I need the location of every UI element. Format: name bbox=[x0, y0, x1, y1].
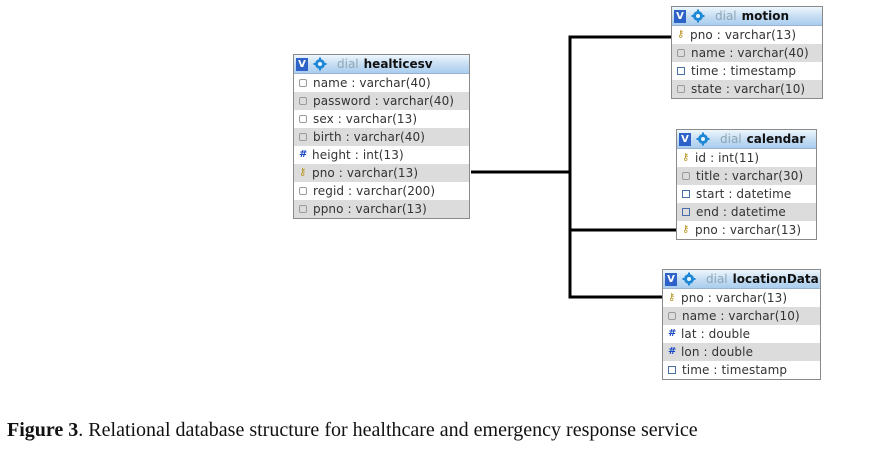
database-name: dial bbox=[720, 132, 742, 146]
gear-icon[interactable] bbox=[696, 132, 710, 146]
field-row[interactable]: time : timestamp bbox=[672, 62, 822, 80]
field-label: birth : varchar(40) bbox=[313, 130, 426, 144]
field-row[interactable]: ⚷ pno : varchar(13) bbox=[672, 26, 822, 44]
field-label: pno : varchar(13) bbox=[681, 291, 788, 305]
field-row[interactable]: ⚷ pno : varchar(13) bbox=[663, 289, 820, 307]
field-label: start : datetime bbox=[696, 187, 792, 201]
field-row[interactable]: # height : int(13) bbox=[294, 146, 469, 164]
text-field-icon bbox=[668, 312, 676, 320]
field-row[interactable]: ⚷ pno : varchar(13) bbox=[294, 164, 469, 182]
field-row[interactable]: # lat : double bbox=[663, 325, 820, 343]
field-label: end : datetime bbox=[696, 205, 786, 219]
field-label: sex : varchar(13) bbox=[313, 112, 418, 126]
field-row[interactable]: # lon : double bbox=[663, 343, 820, 361]
field-label: name : varchar(40) bbox=[691, 46, 809, 60]
checkbox-icon[interactable]: V bbox=[665, 272, 677, 286]
gear-icon[interactable] bbox=[313, 57, 327, 71]
primary-key-icon: ⚷ bbox=[668, 292, 676, 303]
field-label: regid : varchar(200) bbox=[313, 184, 436, 198]
field-label: pno : varchar(13) bbox=[312, 166, 419, 180]
text-field-icon bbox=[299, 97, 307, 105]
field-label: password : varchar(40) bbox=[313, 94, 455, 108]
field-row[interactable]: time : timestamp bbox=[663, 361, 820, 379]
table-name: calendar bbox=[746, 132, 806, 146]
field-label: id : int(11) bbox=[695, 151, 760, 165]
text-field-icon bbox=[299, 205, 307, 213]
checkbox-icon[interactable]: V bbox=[679, 132, 691, 146]
gear-icon[interactable] bbox=[682, 272, 696, 286]
field-label: time : timestamp bbox=[682, 363, 788, 377]
table-name: locationData bbox=[732, 272, 819, 286]
field-row[interactable]: state : varchar(10) bbox=[672, 80, 822, 98]
primary-key-icon: ⚷ bbox=[677, 29, 685, 40]
gear-icon[interactable] bbox=[691, 9, 705, 23]
relation-line-calendar bbox=[568, 172, 676, 232]
field-row[interactable]: ⚷ pno : varchar(13) bbox=[677, 221, 816, 239]
field-row[interactable]: name : varchar(10) bbox=[663, 307, 820, 325]
datetime-field-icon bbox=[682, 208, 690, 216]
figure-caption: Figure 3. Relational database structure … bbox=[7, 419, 877, 442]
field-label: pno : varchar(13) bbox=[695, 223, 802, 237]
field-row[interactable]: ppno : varchar(13) bbox=[294, 200, 469, 218]
field-label: ppno : varchar(13) bbox=[313, 202, 427, 216]
field-label: name : varchar(40) bbox=[313, 76, 431, 90]
table-name: healticesv bbox=[363, 57, 433, 71]
figure-caption-text: . Relational database structure for heal… bbox=[78, 419, 698, 441]
numeric-field-icon: # bbox=[299, 149, 308, 160]
field-label: name : varchar(10) bbox=[682, 309, 800, 323]
field-label: lon : double bbox=[681, 345, 754, 359]
datetime-field-icon bbox=[682, 190, 690, 198]
checkbox-icon[interactable]: V bbox=[674, 9, 686, 23]
field-label: state : varchar(10) bbox=[691, 82, 806, 96]
numeric-field-icon: # bbox=[668, 328, 677, 339]
figure-label: Figure 3 bbox=[7, 419, 79, 441]
text-field-icon bbox=[677, 49, 685, 57]
text-field-icon bbox=[299, 115, 307, 123]
field-label: height : int(13) bbox=[312, 148, 404, 162]
field-row[interactable]: ⚷ id : int(11) bbox=[677, 149, 816, 167]
field-label: lat : double bbox=[681, 327, 751, 341]
field-label: time : timestamp bbox=[691, 64, 797, 78]
field-row[interactable]: name : varchar(40) bbox=[672, 44, 822, 62]
field-row[interactable]: regid : varchar(200) bbox=[294, 182, 469, 200]
relation-line-locationdata bbox=[568, 230, 662, 299]
checkbox-icon[interactable]: V bbox=[296, 57, 308, 71]
field-label: pno : varchar(13) bbox=[690, 28, 797, 42]
numeric-field-icon: # bbox=[668, 346, 677, 357]
text-field-icon bbox=[299, 79, 307, 87]
database-name: dial bbox=[715, 9, 737, 23]
field-row[interactable]: name : varchar(40) bbox=[294, 74, 469, 92]
field-row[interactable]: end : datetime bbox=[677, 203, 816, 221]
primary-key-icon: ⚷ bbox=[682, 152, 690, 163]
text-field-icon bbox=[299, 133, 307, 141]
datetime-field-icon bbox=[677, 67, 685, 75]
field-label: title : varchar(30) bbox=[696, 169, 804, 183]
datetime-field-icon bbox=[668, 366, 676, 374]
primary-key-icon: ⚷ bbox=[299, 167, 307, 178]
table-name: motion bbox=[741, 9, 790, 23]
field-row[interactable]: birth : varchar(40) bbox=[294, 128, 469, 146]
database-name: dial bbox=[706, 272, 728, 286]
field-row[interactable]: sex : varchar(13) bbox=[294, 110, 469, 128]
field-row[interactable]: start : datetime bbox=[677, 185, 816, 203]
primary-key-icon: ⚷ bbox=[682, 224, 690, 235]
text-field-icon bbox=[677, 85, 685, 93]
text-field-icon bbox=[682, 172, 690, 180]
relation-line-motion bbox=[471, 35, 671, 174]
text-field-icon bbox=[299, 187, 307, 195]
field-row[interactable]: password : varchar(40) bbox=[294, 92, 469, 110]
field-row[interactable]: title : varchar(30) bbox=[677, 167, 816, 185]
database-name: dial bbox=[337, 57, 359, 71]
